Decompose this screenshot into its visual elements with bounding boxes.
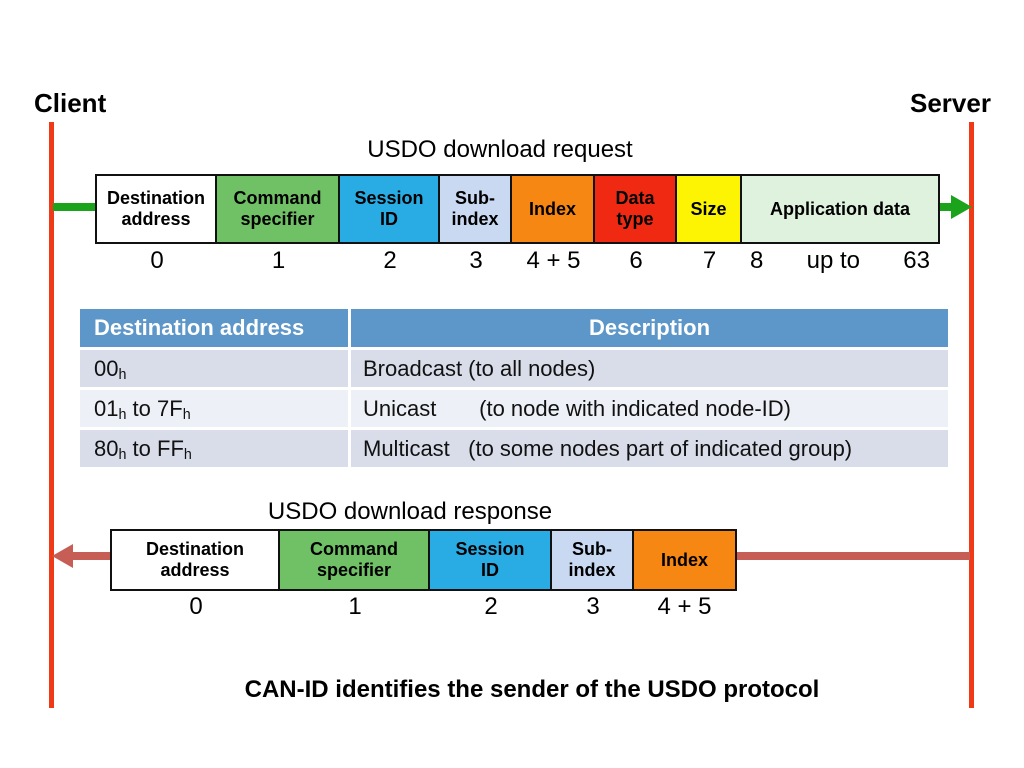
- footer-note: CAN-ID identifies the sender of the USDO…: [244, 676, 820, 703]
- cell-label: Destination address: [106, 188, 205, 229]
- client-lifeline: [49, 122, 54, 708]
- address-cell: 01h to 7Fh: [80, 390, 348, 427]
- description-cell: Multicast (to some nodes part of indicat…: [351, 430, 948, 467]
- byte-number: 1: [271, 247, 286, 274]
- byte-range-mid: up to: [806, 247, 861, 274]
- response-cell-index: Index: [634, 531, 735, 589]
- byte-number: 4 + 5: [526, 247, 581, 274]
- cell-label: Size: [690, 198, 727, 219]
- response-cell-command-specifier: Command specifier: [280, 531, 430, 589]
- client-label: Client: [34, 88, 107, 118]
- request-arrow-shaft-left: [53, 203, 95, 211]
- request-title: USDO download request: [367, 136, 633, 163]
- table-row: 01h to 7Fh Unicast (to node with indicat…: [80, 390, 948, 427]
- cell-label: Index: [528, 198, 576, 219]
- response-byte-numbers: 0 1 2 3 4 + 5: [110, 592, 737, 622]
- request-cell-data-type: Data type: [595, 176, 677, 242]
- request-cell-application-data: Application data: [742, 176, 938, 242]
- table-header-row: Destination address Description: [80, 309, 948, 347]
- byte-number: 7: [702, 247, 717, 274]
- response-frame: Destination address Command specifier Se…: [110, 529, 737, 591]
- table-header-destination-address: Destination address: [80, 309, 348, 347]
- cell-label: Session ID: [455, 539, 525, 580]
- response-arrow-shaft-right: [737, 552, 970, 560]
- server-lifeline: [969, 122, 974, 708]
- cell-label: Index: [660, 549, 708, 570]
- request-cell-session-id: Session ID: [340, 176, 440, 242]
- request-cell-command-specifier: Command specifier: [217, 176, 340, 242]
- response-cell-destination-address: Destination address: [112, 531, 280, 589]
- cell-label: Sub- index: [451, 188, 499, 229]
- request-cell-size: Size: [677, 176, 742, 242]
- cell-label: Application data: [769, 198, 910, 219]
- cell-label: Destination address: [145, 539, 244, 580]
- response-arrow-shaft-left: [72, 552, 110, 560]
- response-title: USDO download response: [267, 498, 553, 525]
- byte-number: 2: [484, 593, 498, 620]
- byte-number: 0: [150, 247, 164, 274]
- request-cell-destination-address: Destination address: [97, 176, 217, 242]
- byte-range-end: 63: [903, 247, 930, 274]
- byte-number: 4 + 5: [657, 593, 712, 620]
- byte-number: 0: [189, 593, 203, 620]
- byte-number-range: 8 up to 63: [742, 246, 938, 276]
- cell-label: Command specifier: [233, 188, 322, 229]
- byte-number: 3: [469, 247, 483, 274]
- description-cell: Broadcast (to all nodes): [351, 350, 948, 387]
- cell-label: Sub- index: [568, 539, 616, 580]
- response-cell-sub-index: Sub- index: [552, 531, 634, 589]
- cell-label: Session ID: [354, 188, 424, 229]
- request-byte-numbers: 0 1 2 3 4 + 5 6 7 8 up to 63: [95, 246, 940, 276]
- cell-label: Command specifier: [309, 539, 398, 580]
- byte-number: 1: [348, 593, 362, 620]
- byte-number: 2: [383, 247, 397, 274]
- response-arrowhead-icon: [52, 544, 73, 568]
- byte-number: 6: [629, 247, 643, 274]
- destination-address-table: Destination address Description 00h Broa…: [80, 309, 948, 467]
- request-arrow-shaft-right: [940, 203, 956, 211]
- table-row: 00h Broadcast (to all nodes): [80, 350, 948, 387]
- request-cell-index: Index: [512, 176, 595, 242]
- response-cell-session-id: Session ID: [430, 531, 552, 589]
- address-cell: 00h: [80, 350, 348, 387]
- cell-label: Data type: [615, 188, 655, 229]
- request-cell-sub-index: Sub- index: [440, 176, 512, 242]
- table-header-description: Description: [351, 309, 948, 347]
- address-cell: 80h to FFh: [80, 430, 348, 467]
- byte-range-start: 8: [750, 247, 764, 274]
- byte-number: 3: [586, 593, 600, 620]
- request-frame: Destination address Command specifier Se…: [95, 174, 940, 244]
- table-row: 80h to FFh Multicast (to some nodes part…: [80, 430, 948, 467]
- description-cell: Unicast (to node with indicated node-ID): [351, 390, 948, 427]
- server-label: Server: [910, 88, 991, 118]
